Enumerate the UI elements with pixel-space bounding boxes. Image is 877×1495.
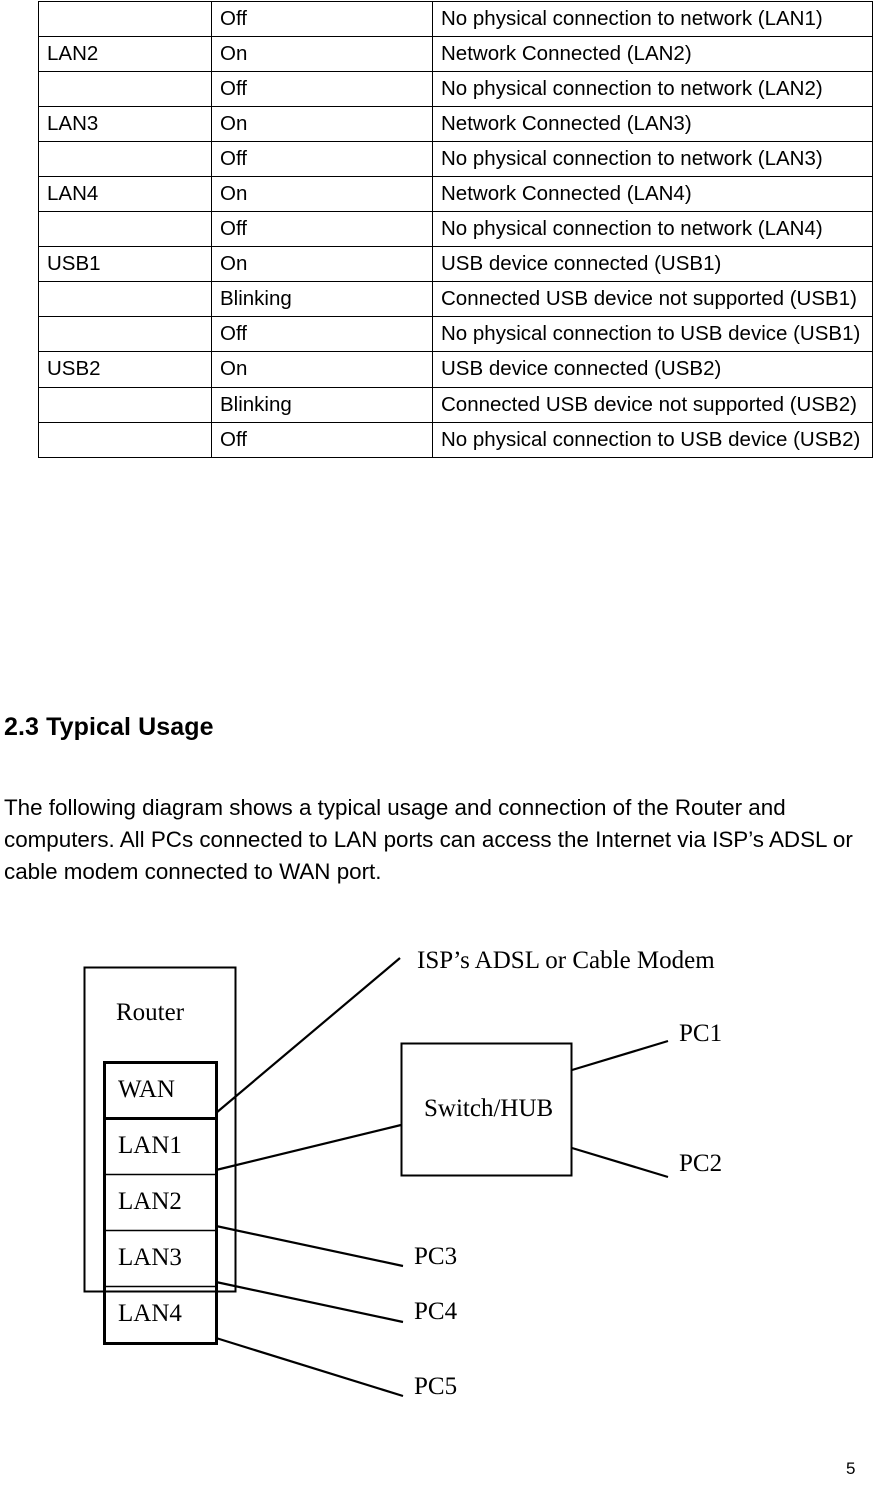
pc3-label: PC3 bbox=[414, 1243, 458, 1270]
table-row: USB1 On USB device connected (USB1) bbox=[38, 246, 873, 283]
table-row: Off No physical connection to network (L… bbox=[38, 0, 873, 38]
led-state-cell: On bbox=[211, 106, 433, 143]
table-row: Off No physical connection to network (L… bbox=[38, 71, 873, 108]
led-description-cell: Network Connected (LAN2) bbox=[432, 36, 873, 73]
pc4-label: PC4 bbox=[414, 1298, 458, 1325]
table-row: Off No physical connection to network (L… bbox=[38, 141, 873, 178]
table-row: LAN2 On Network Connected (LAN2) bbox=[38, 36, 873, 73]
led-description-cell: No physical connection to network (LAN1) bbox=[432, 0, 873, 38]
table-row: LAN4 On Network Connected (LAN4) bbox=[38, 176, 873, 213]
led-name-cell bbox=[38, 211, 212, 248]
led-description-cell: No physical connection to USB device (US… bbox=[432, 421, 873, 458]
diagram-shapes bbox=[83, 957, 669, 1398]
router-port-lan2-label: LAN2 bbox=[118, 1188, 182, 1215]
table-row: Off No physical connection to USB device… bbox=[38, 316, 873, 353]
led-state-cell: Off bbox=[211, 316, 433, 353]
led-name-cell bbox=[38, 281, 212, 318]
led-name-cell bbox=[38, 0, 212, 38]
led-status-table-body: Off No physical connection to network (L… bbox=[38, 0, 873, 458]
led-description-cell: Connected USB device not supported (USB1… bbox=[432, 281, 873, 318]
table-row: USB2 On USB device connected (USB2) bbox=[38, 351, 873, 388]
led-state-cell: Off bbox=[211, 421, 433, 458]
router-label: Router bbox=[116, 999, 185, 1026]
switch-hub-label: Switch/HUB bbox=[424, 1095, 554, 1122]
led-description-cell: Network Connected (LAN4) bbox=[432, 176, 873, 213]
router-port-lan3-label: LAN3 bbox=[118, 1244, 182, 1271]
led-state-cell: Off bbox=[211, 141, 433, 178]
led-description-cell: Connected USB device not supported (USB2… bbox=[432, 386, 873, 423]
router-outer-box bbox=[83, 966, 237, 1293]
link-wan-to-isp bbox=[215, 957, 401, 1114]
link-lan1-to-switch bbox=[215, 1123, 402, 1172]
led-state-cell: On bbox=[211, 246, 433, 283]
led-name-cell bbox=[38, 386, 212, 423]
typical-usage-diagram: Router WAN LAN1 LAN2 LAN3 LAN4 Switch/HU… bbox=[0, 930, 877, 1430]
led-description-cell: No physical connection to network (LAN3) bbox=[432, 141, 873, 178]
pc1-label: PC1 bbox=[679, 1020, 723, 1047]
led-state-cell: Off bbox=[211, 211, 433, 248]
led-name-cell bbox=[38, 71, 212, 108]
switch-hub-box bbox=[400, 1042, 573, 1177]
led-name-cell: USB1 bbox=[38, 246, 212, 283]
led-name-cell bbox=[38, 421, 212, 458]
led-state-cell: Off bbox=[211, 71, 433, 108]
led-name-cell: LAN4 bbox=[38, 176, 212, 213]
table-row: Off No physical connection to USB device… bbox=[38, 421, 873, 458]
led-state-cell: Off bbox=[211, 0, 433, 38]
page-number: 5 bbox=[846, 1459, 856, 1478]
section-paragraph: The following diagram shows a typical us… bbox=[4, 795, 853, 885]
led-name-cell bbox=[38, 141, 212, 178]
led-description-cell: No physical connection to USB device (US… bbox=[432, 316, 873, 353]
led-description-cell: No physical connection to network (LAN2) bbox=[432, 71, 873, 108]
router-port-wan-label: WAN bbox=[118, 1076, 175, 1103]
led-name-cell: LAN3 bbox=[38, 106, 212, 143]
led-state-cell: Blinking bbox=[211, 386, 433, 423]
table-row: LAN3 On Network Connected (LAN3) bbox=[38, 106, 873, 143]
router-port-lan4-label: LAN4 bbox=[118, 1300, 182, 1327]
pc5-label: PC5 bbox=[414, 1373, 458, 1400]
led-state-cell: On bbox=[211, 351, 433, 388]
led-state-cell: On bbox=[211, 176, 433, 213]
led-description-cell: Network Connected (LAN3) bbox=[432, 106, 873, 143]
link-lan4-to-pc5 bbox=[215, 1336, 404, 1398]
led-state-cell: On bbox=[211, 36, 433, 73]
table-row: Blinking Connected USB device not suppor… bbox=[38, 281, 873, 318]
pc2-label: PC2 bbox=[679, 1150, 723, 1177]
led-name-cell: LAN2 bbox=[38, 36, 212, 73]
router-port-lan1-label: LAN1 bbox=[118, 1132, 182, 1159]
led-description-cell: USB device connected (USB2) bbox=[432, 351, 873, 388]
link-lan3-to-pc4 bbox=[215, 1280, 404, 1324]
table-row: Blinking Connected USB device not suppor… bbox=[38, 386, 873, 423]
link-switch-to-pc2 bbox=[571, 1146, 669, 1179]
isp-modem-label: ISP’s ADSL or Cable Modem bbox=[417, 947, 715, 974]
link-switch-to-pc1 bbox=[571, 1039, 669, 1072]
led-description-cell: USB device connected (USB1) bbox=[432, 246, 873, 283]
router-ports-box bbox=[103, 1061, 218, 1345]
led-name-cell: USB2 bbox=[38, 351, 212, 388]
led-status-table: Off No physical connection to network (L… bbox=[38, 0, 873, 458]
led-description-cell: No physical connection to network (LAN4) bbox=[432, 211, 873, 248]
led-state-cell: Blinking bbox=[211, 281, 433, 318]
link-lan2-to-pc3 bbox=[215, 1224, 404, 1268]
led-name-cell bbox=[38, 316, 212, 353]
table-row: Off No physical connection to network (L… bbox=[38, 211, 873, 248]
section-heading: 2.3 Typical Usage bbox=[4, 712, 214, 741]
